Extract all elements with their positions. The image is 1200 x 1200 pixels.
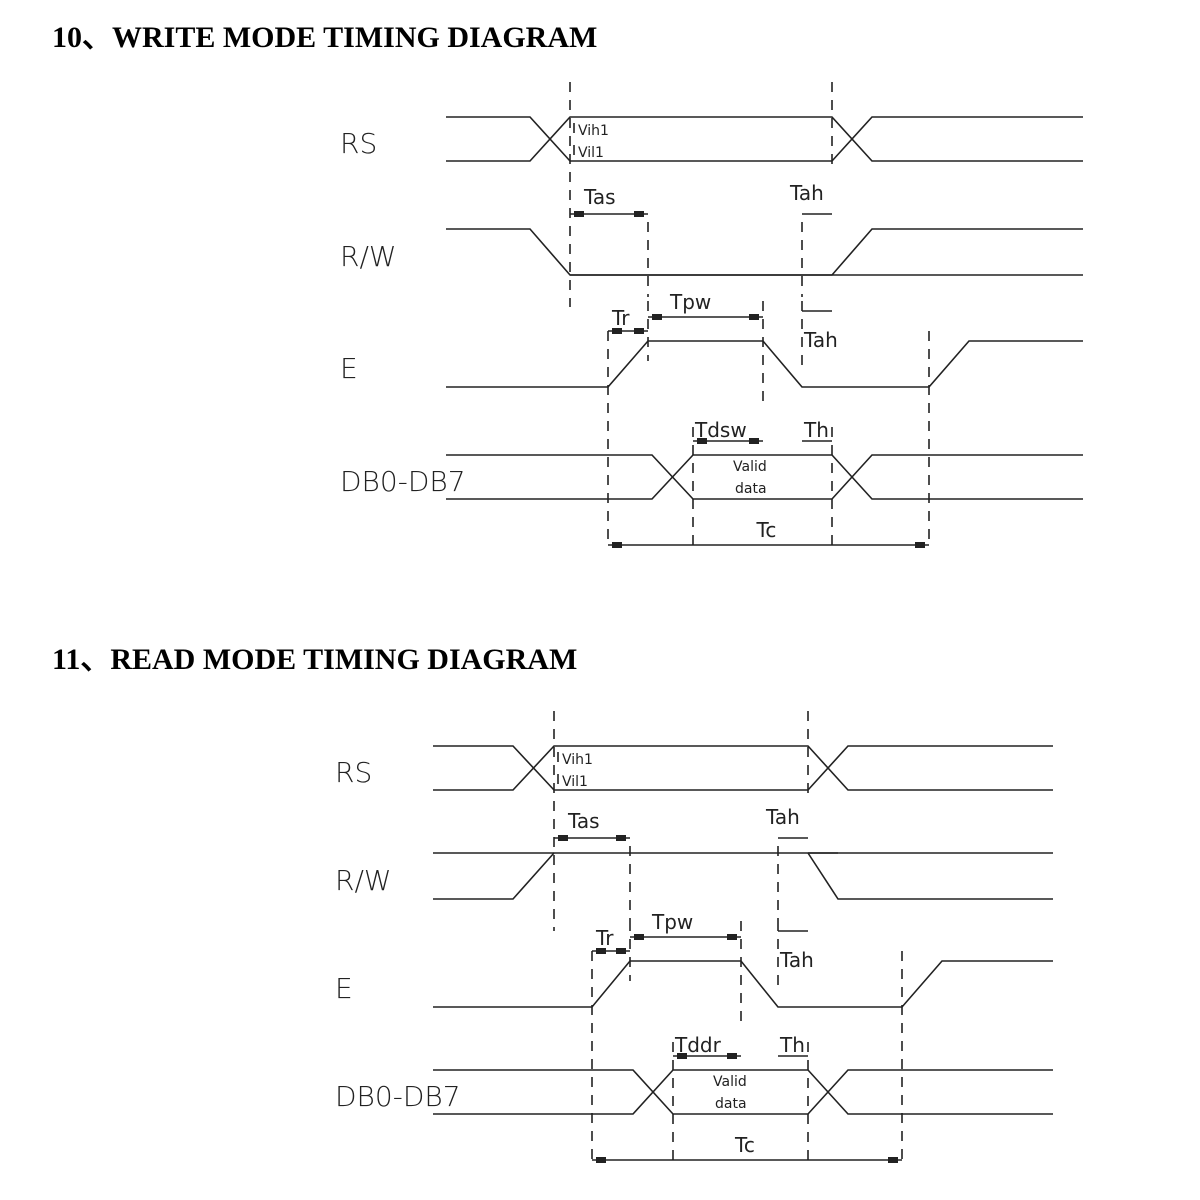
data-label: data <box>715 1096 747 1112</box>
level-label-vil: Vil1 <box>562 774 588 790</box>
tpw-dimension-head-left <box>634 934 644 940</box>
tr-label: Tr <box>611 306 630 330</box>
signal-label-e: E <box>335 972 353 1005</box>
tdata-dimension-head-left <box>677 1053 687 1059</box>
tas-dimension-head-right <box>634 211 644 217</box>
data-label: data <box>735 481 767 497</box>
tc-label: Tc <box>756 518 777 542</box>
tc-dimension-head-right <box>915 542 925 548</box>
level-label-vil: Vil1 <box>578 145 604 161</box>
tah-label-top: Tah <box>765 805 800 829</box>
tas-label: Tas <box>583 185 616 209</box>
level-label-vih: Vih1 <box>562 752 593 768</box>
tas-dimension-head-left <box>574 211 584 217</box>
signal-label-rs: RS <box>340 127 377 160</box>
tas-dimension-head-right <box>616 835 626 841</box>
tdata-label: Tdsw <box>694 418 747 442</box>
tah2-label: Tah <box>803 328 838 352</box>
tah2-label: Tah <box>779 948 814 972</box>
tc-label: Tc <box>734 1133 755 1157</box>
db-waveform-a <box>446 454 1083 500</box>
db-waveform-b <box>446 454 1083 500</box>
tr-dimension-head-right <box>616 948 626 954</box>
rs-waveform-a <box>433 745 1053 791</box>
tr-dimension-head-right <box>634 328 644 334</box>
db-waveform-b <box>433 1069 1053 1115</box>
rw-waveform-fall <box>807 852 1053 900</box>
tr-label: Tr <box>595 926 614 950</box>
e-waveform <box>433 960 1053 1008</box>
tc-dimension-head-left <box>612 542 622 548</box>
read-mode-heading: 11、READ MODE TIMING DIAGRAM <box>52 643 578 676</box>
rw-waveform-low <box>433 852 1053 900</box>
rs-waveform-b <box>433 745 1053 791</box>
signal-label-e: E <box>340 352 358 385</box>
tpw-label: Tpw <box>669 290 711 314</box>
tr-dimension-head-left <box>612 328 622 334</box>
signal-label-rs: RS <box>335 756 372 789</box>
tdata-dimension-head-right <box>749 438 759 444</box>
signal-label-db: DB0-DB7 <box>335 1080 461 1113</box>
signal-label-db: DB0-DB7 <box>340 465 466 498</box>
tc-dimension-head-right <box>888 1157 898 1163</box>
level-label-vih: Vih1 <box>578 123 609 139</box>
tpw-dimension-head-right <box>749 314 759 320</box>
tpw-dimension-head-left <box>652 314 662 320</box>
e-waveform <box>446 340 1083 388</box>
tdata-dimension-head-right <box>727 1053 737 1059</box>
th-label: Th <box>779 1033 805 1057</box>
valid-label: Valid <box>733 459 767 475</box>
tpw-label: Tpw <box>651 910 693 934</box>
tdata-dimension-head-left <box>697 438 707 444</box>
signal-label-rw: R/W <box>340 240 397 273</box>
signal-label-rw: R/W <box>335 864 392 897</box>
rw-waveform-rise <box>570 228 1083 276</box>
th-label: Th <box>803 418 829 442</box>
tdata-label: Tddr <box>674 1033 722 1057</box>
tc-dimension-head-left <box>596 1157 606 1163</box>
db-waveform-a <box>433 1069 1053 1115</box>
rs-waveform-a <box>446 116 1083 162</box>
rs-waveform-b <box>446 116 1083 162</box>
tas-dimension-head-left <box>558 835 568 841</box>
tr-dimension-head-left <box>596 948 606 954</box>
rw-waveform-fall <box>446 228 1083 276</box>
valid-label: Valid <box>713 1074 747 1090</box>
write-mode-heading: 10、WRITE MODE TIMING DIAGRAM <box>52 21 598 54</box>
tas-label: Tas <box>567 809 600 833</box>
tpw-dimension-head-right <box>727 934 737 940</box>
tah-label-top: Tah <box>789 181 824 205</box>
